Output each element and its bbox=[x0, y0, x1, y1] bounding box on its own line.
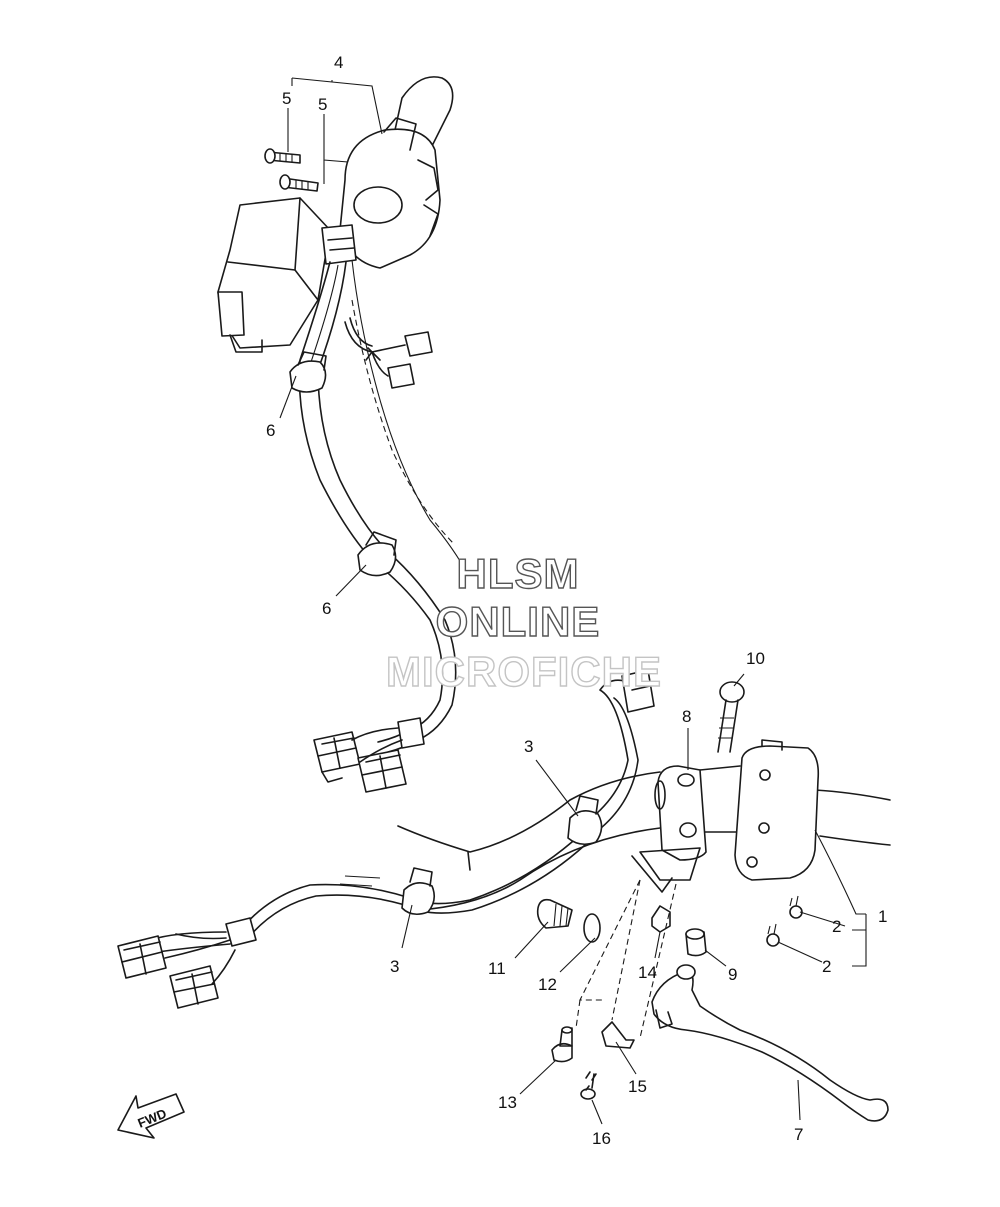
callout-16: 16 bbox=[592, 1129, 611, 1148]
callout-6-upper: 6 bbox=[266, 421, 275, 440]
watermark: HLSM ONLINE MICROFICHE bbox=[385, 549, 662, 695]
callout-5-left: 5 bbox=[282, 89, 291, 108]
callout-14: 14 bbox=[638, 963, 657, 982]
forward-direction-arrow: FWD bbox=[117, 1093, 185, 1139]
upper-wire-harness bbox=[289, 259, 469, 793]
callout-8: 8 bbox=[682, 707, 691, 726]
callout-9: 9 bbox=[728, 965, 737, 984]
watermark-line-3: MICROFICHE bbox=[386, 648, 662, 695]
callout-1: 1 bbox=[878, 907, 887, 926]
callout-2-lower: 2 bbox=[822, 957, 831, 976]
callout-7: 7 bbox=[794, 1125, 803, 1144]
callout-15: 15 bbox=[628, 1077, 647, 1096]
callout-3-lower: 3 bbox=[390, 957, 399, 976]
right-switch-and-lever bbox=[536, 681, 889, 1122]
upper-switch-assembly bbox=[217, 76, 454, 389]
callout-labels: 4 5 5 6 6 10 8 3 1 2 2 3 11 14 9 12 15 1… bbox=[266, 53, 887, 1148]
callout-12: 12 bbox=[538, 975, 557, 994]
watermark-line-1: HLSM bbox=[457, 550, 580, 597]
watermark-line-2: ONLINE bbox=[436, 598, 601, 645]
callout-2-upper: 2 bbox=[832, 917, 841, 936]
callout-10: 10 bbox=[746, 649, 765, 668]
callout-4: 4 bbox=[334, 53, 343, 72]
callout-5-right: 5 bbox=[318, 95, 327, 114]
handlebar-and-lower-harness bbox=[117, 669, 891, 1009]
callout-6-lower: 6 bbox=[322, 599, 331, 618]
callout-3-upper: 3 bbox=[524, 737, 533, 756]
callout-13: 13 bbox=[498, 1093, 517, 1112]
leader-lines bbox=[279, 77, 867, 1125]
callout-11: 11 bbox=[488, 959, 506, 978]
